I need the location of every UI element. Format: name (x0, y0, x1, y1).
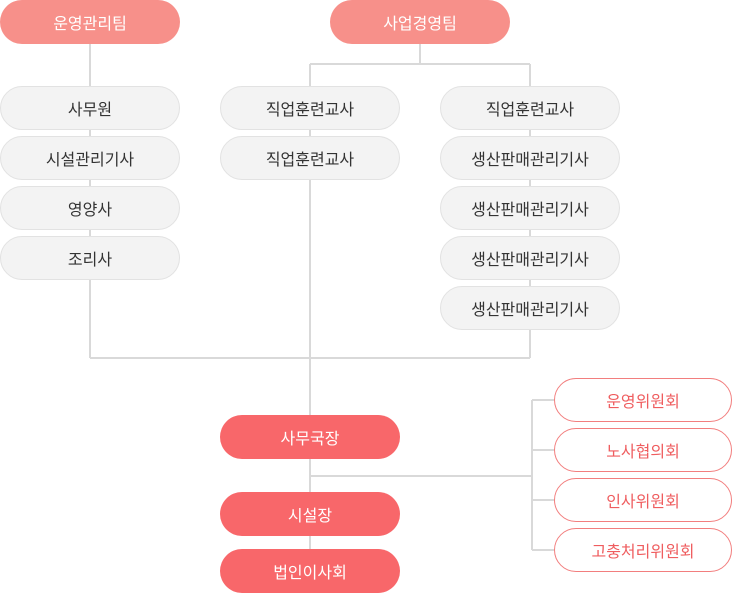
biz-right-staff-node: 생산판매관리기사 (440, 236, 620, 280)
biz-right-staff-node: 생산판매관리기사 (440, 186, 620, 230)
ops-staff-node: 조리사 (0, 236, 180, 280)
ops-staff-node: 사무원 (0, 86, 180, 130)
secretary-general-node: 사무국장 (220, 415, 400, 459)
biz-right-staff-node: 생산판매관리기사 (440, 286, 620, 330)
ops-staff-node: 시설관리기사 (0, 136, 180, 180)
ops-team-node: 운영관리팀 (0, 0, 180, 44)
board-node: 법인이사회 (220, 549, 400, 593)
biz-team-node: 사업경영팀 (330, 0, 510, 44)
committee-node: 고충처리위원회 (554, 528, 732, 572)
ops-staff-node: 영양사 (0, 186, 180, 230)
biz-left-staff-node: 직업훈련교사 (220, 86, 400, 130)
committee-node: 운영위원회 (554, 378, 732, 422)
committee-node: 인사위원회 (554, 478, 732, 522)
committee-node: 노사협의회 (554, 428, 732, 472)
facility-director-node: 시설장 (220, 492, 400, 536)
biz-right-staff-node: 생산판매관리기사 (440, 136, 620, 180)
biz-left-staff-node: 직업훈련교사 (220, 136, 400, 180)
biz-right-staff-node: 직업훈련교사 (440, 86, 620, 130)
